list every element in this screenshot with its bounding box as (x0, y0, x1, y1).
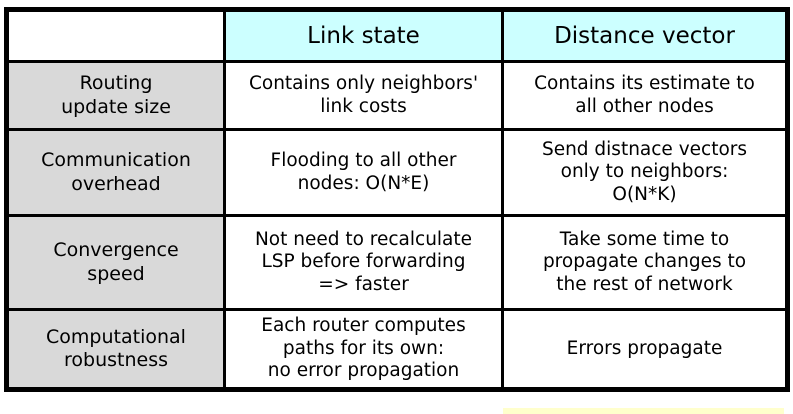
link-state-cell: Each router computes paths for its own: … (223, 308, 504, 391)
column-header-link-state: Link state (223, 8, 504, 63)
header-row: Link state Distance vector (5, 8, 789, 63)
distance-vector-cell: Errors propagate (501, 308, 789, 391)
row-label-cell: Computational robustness (5, 308, 226, 391)
distance-vector-cell: Contains its estimate to all other nodes (501, 60, 789, 131)
table-row-communication-overhead: Communication overhead Flooding to all o… (5, 128, 789, 217)
link-state-cell: Contains only neighbors' link costs (223, 60, 504, 131)
table-row-computational-robustness: Computational robustness Each router com… (5, 308, 789, 391)
column-header-distance-vector: Distance vector (501, 8, 789, 63)
link-state-cell: Not need to recalculate LSP before forwa… (223, 214, 504, 311)
distance-vector-cell: Send distnace vectors only to neighbors:… (501, 128, 789, 217)
link-state-cell: Flooding to all other nodes: O(N*E) (223, 128, 504, 217)
routing-comparison-table: Link state Distance vector Routing updat… (4, 7, 790, 392)
table-row-routing-update-size: Routing update size Contains only neighb… (5, 60, 789, 131)
corner-cell (5, 8, 226, 63)
row-label-cell: Routing update size (5, 60, 226, 131)
distance-vector-cell: Take some time to propagate changes to t… (501, 214, 789, 311)
row-label-cell: Convergence speed (5, 214, 226, 311)
highlight-strip (503, 408, 784, 414)
table-row-convergence-speed: Convergence speed Not need to recalculat… (5, 214, 789, 311)
row-label-cell: Communication overhead (5, 128, 226, 217)
